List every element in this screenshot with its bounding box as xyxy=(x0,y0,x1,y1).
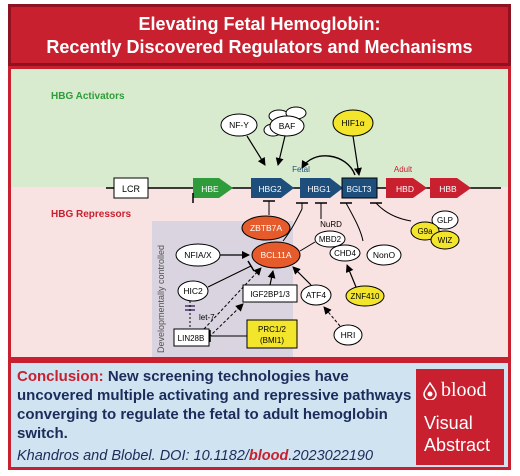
factor-nfy xyxy=(220,113,258,137)
arrow-hri-atf4 xyxy=(323,306,341,327)
factor-mbd2 xyxy=(314,230,346,248)
gene-hbg2-label: HBG2 xyxy=(258,184,281,194)
factor-zbtb7a xyxy=(241,215,291,241)
conclusion-body: New screening technologies have uncovere… xyxy=(17,368,412,442)
factor-baf-cluster xyxy=(263,106,307,137)
brand-name: blood xyxy=(441,379,487,401)
arrow-igf2bp-bcl11a xyxy=(267,270,276,286)
inhibit-hic2-bcl11a xyxy=(207,265,252,288)
factor-nurd-label: NuRD xyxy=(320,220,342,229)
gene-hbg1-label: HBG1 xyxy=(307,184,330,194)
factor-znf410 xyxy=(345,285,385,307)
factor-chd4 xyxy=(329,244,361,262)
gene-hbg2 xyxy=(251,178,294,198)
arrow-nfy-hbg xyxy=(246,135,266,166)
gene-hbg1 xyxy=(300,178,343,198)
factor-glp xyxy=(431,210,459,230)
conclusion-text: Conclusion: New screening technologies h… xyxy=(17,367,413,443)
badge-line-2: Abstract xyxy=(424,435,491,455)
factor-nono-label: NonO xyxy=(373,250,396,260)
factor-hri xyxy=(333,324,363,346)
factor-chd4-label: CHD4 xyxy=(334,249,356,258)
fetal-label: Fetal xyxy=(292,165,310,174)
factor-mbd2-label: MBD2 xyxy=(319,235,342,244)
inhibit-nono xyxy=(345,202,364,242)
arrow-bglt3-hbg xyxy=(301,155,356,176)
arrow-atf4-bcl11a xyxy=(292,266,312,286)
visual-abstract-badge: blood Visual Abstract xyxy=(416,369,504,465)
citation-journal: blood xyxy=(248,448,289,464)
factor-prc-label-2: (BMI1) xyxy=(260,336,284,345)
arrow-baf-hbg xyxy=(275,135,286,166)
gene-bglt3-label: BGLT3 xyxy=(347,185,372,194)
citation-authors: Khandros and Blobel. xyxy=(17,448,156,464)
gene-lcr xyxy=(113,177,149,199)
blood-logo: blood xyxy=(422,379,487,402)
badge-line-1: Visual xyxy=(424,413,473,433)
title-banner: Elevating Fetal Hemoglobin: Recently Dis… xyxy=(8,4,511,66)
factor-prc xyxy=(246,319,298,349)
gene-hbd xyxy=(386,178,427,198)
factor-lin28b-label: LIN28B xyxy=(178,334,205,343)
inhibit-bcl11a xyxy=(282,208,303,242)
activators-region xyxy=(11,69,508,187)
gene-hbb-label: HBB xyxy=(439,184,457,194)
factor-bcl11a xyxy=(251,241,301,269)
arrow-lin28b-igf2bp xyxy=(208,303,244,338)
factor-hif1a-label: HIF1α xyxy=(341,118,364,128)
factor-g9a-label: G9a xyxy=(417,227,433,236)
arrow-hif1a-bglt3 xyxy=(352,135,362,176)
title-line-1: Elevating Fetal Hemoglobin: xyxy=(138,14,381,34)
factor-igf2bp-label: IGF2BP1/3 xyxy=(250,290,290,299)
factor-nono xyxy=(366,244,402,266)
conclusion-panel: Conclusion: New screening technologies h… xyxy=(8,360,511,470)
factor-bcl11a-label: BCL11A xyxy=(260,250,291,260)
factor-nfy-label: NF-Y xyxy=(229,120,249,130)
factor-nfia-label: NFIA/X xyxy=(184,250,212,260)
factor-lin28b xyxy=(173,328,210,347)
factor-glp-label: GLP xyxy=(437,216,453,225)
gene-hbb xyxy=(430,178,471,198)
factor-hic2-label: HIC2 xyxy=(183,286,203,296)
conclusion-label: Conclusion: xyxy=(17,368,104,385)
gene-hbe xyxy=(193,178,233,198)
citation-doi-suffix: .2023022190 xyxy=(288,448,374,464)
arrow-znf410-chd4 xyxy=(345,264,357,288)
repressors-label: HBG Repressors xyxy=(51,209,131,220)
diagram-panel: HBG Activators HBG Repressors Developmen… xyxy=(8,66,511,360)
blood-drop-icon xyxy=(423,381,437,400)
factor-g9a xyxy=(410,221,440,241)
factor-wiz-label: WIZ xyxy=(438,236,453,245)
inhibit-g9a xyxy=(375,202,412,222)
factor-atf4-label: ATF4 xyxy=(306,290,326,300)
arrow-lin28b-bcl11a xyxy=(203,267,262,330)
factor-atf4 xyxy=(300,284,332,306)
link-bcl11a-nurd xyxy=(299,241,316,252)
gene-bglt3 xyxy=(341,177,378,199)
factor-znf410-label: ZNF410 xyxy=(351,292,380,301)
factor-let7-label: let-7 xyxy=(199,313,215,322)
factor-prc-label-1: PRC1/2 xyxy=(258,325,287,334)
gene-lcr-label: LCR xyxy=(122,184,141,194)
gene-hbe-label: HBE xyxy=(201,184,219,194)
factor-baf-label: BAF xyxy=(279,121,296,131)
factor-hri-label: HRI xyxy=(341,330,356,340)
adult-label: Adult xyxy=(394,165,413,174)
factor-wiz xyxy=(430,230,460,250)
developmental-label: Developmentally controlled xyxy=(156,245,166,353)
activators-label: HBG Activators xyxy=(51,91,125,102)
citation: Khandros and Blobel. DOI: 10.1182/blood.… xyxy=(17,448,373,464)
factor-zbtb7a-label: ZBTB7A xyxy=(250,223,282,233)
gene-hbd-label: HBD xyxy=(396,184,414,194)
title-line-2: Recently Discovered Regulators and Mecha… xyxy=(46,37,473,57)
factor-hic2 xyxy=(177,280,209,302)
regulation-diagram: HBG Activators HBG Repressors Developmen… xyxy=(11,69,508,357)
citation-doi-prefix: DOI: 10.1182/ xyxy=(159,448,249,464)
